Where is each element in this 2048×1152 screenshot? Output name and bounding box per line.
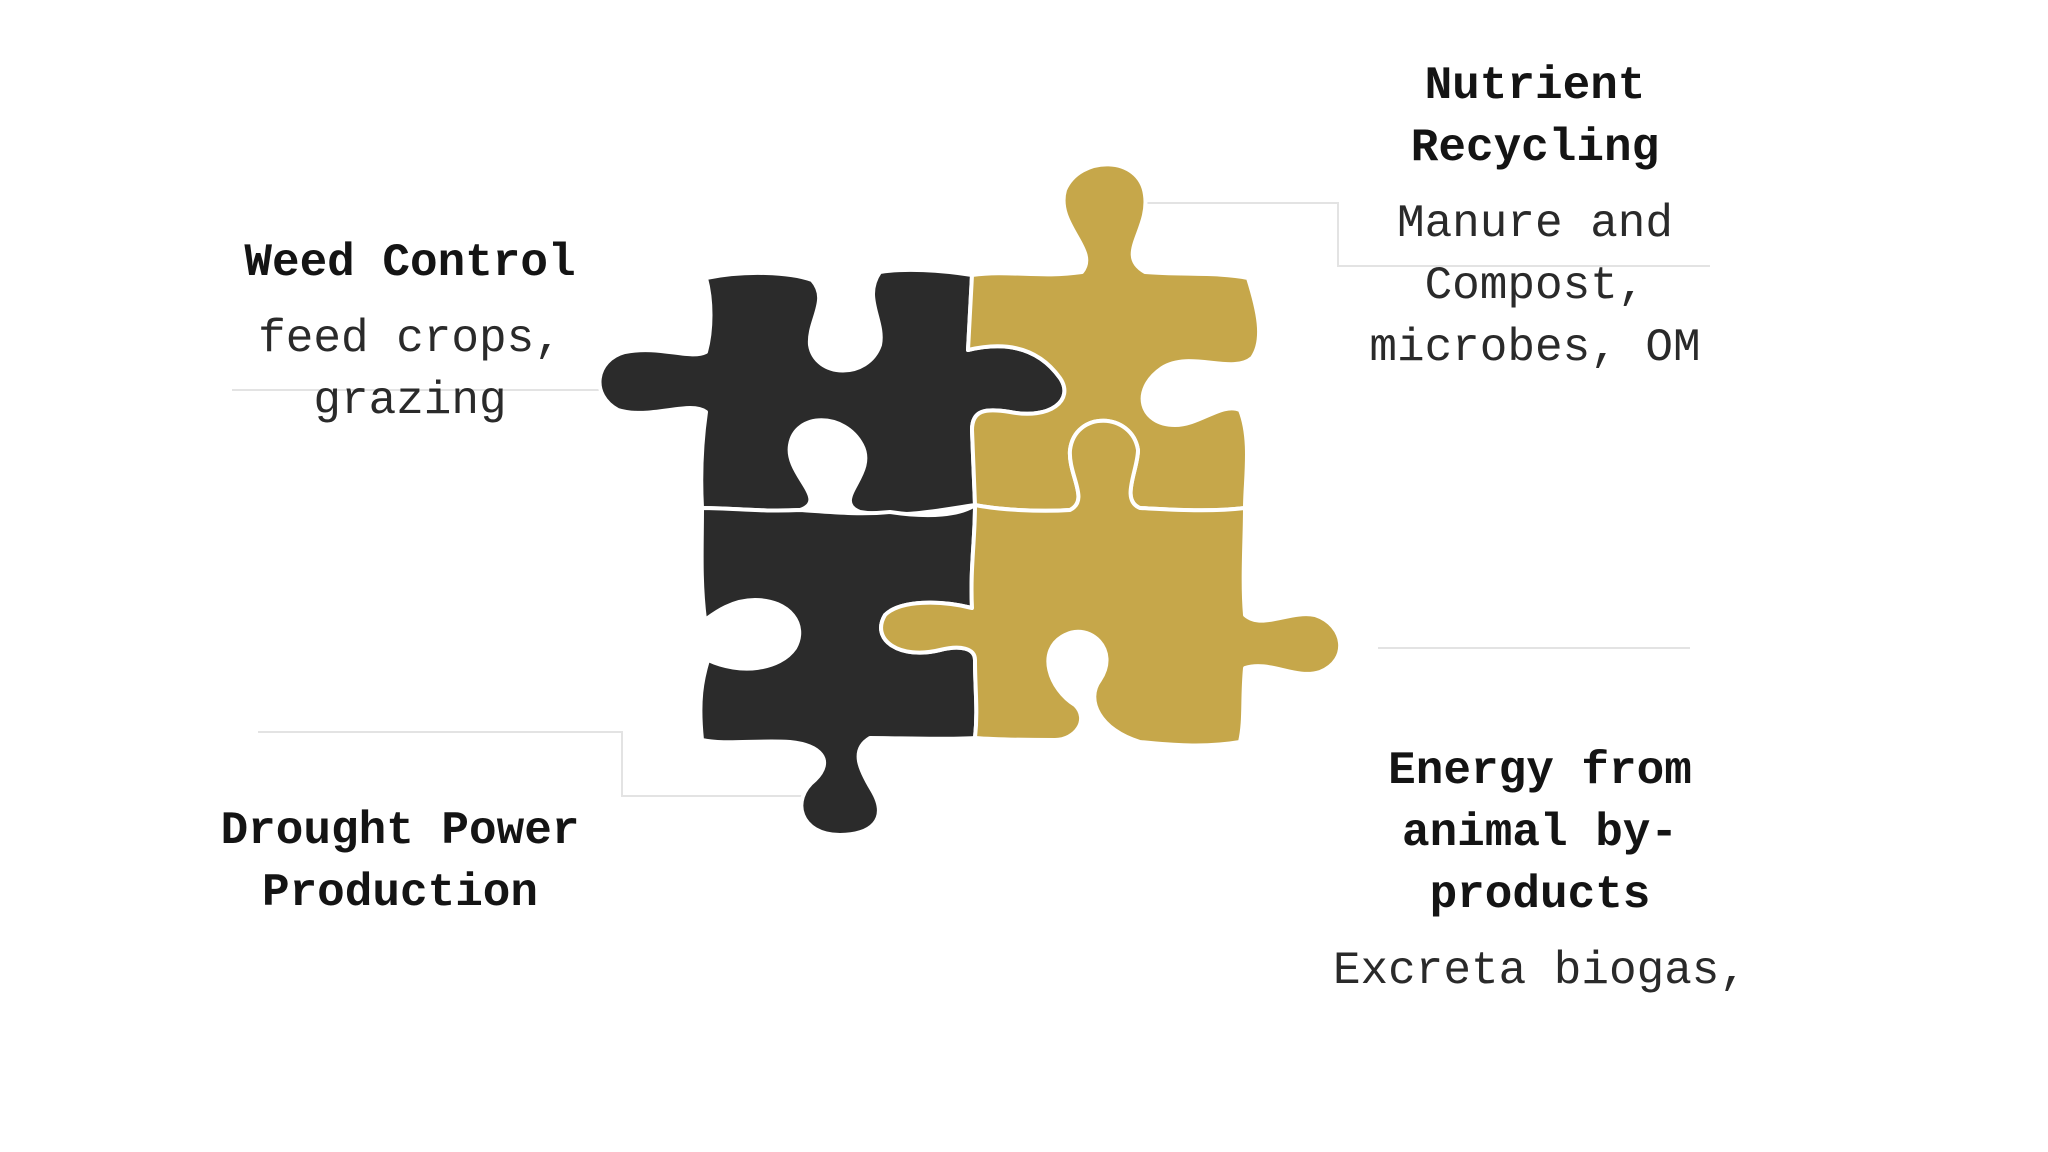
energy-title: Energy from animal by- products xyxy=(1388,745,1692,921)
puzzle-piece-bottom-right xyxy=(879,418,1342,748)
drought-power-label: Drought Power Production xyxy=(180,800,620,924)
weed-control-desc: feed crops, grazing xyxy=(258,313,562,427)
energy-desc: Excreta biogas, xyxy=(1332,945,1748,997)
nutrient-recycling-label: Nutrient Recycling Manure and Compost, m… xyxy=(1310,55,1760,379)
weed-control-title: Weed Control xyxy=(244,237,576,289)
nutrient-recycling-desc: Manure and Compost, microbes, OM xyxy=(1369,198,1701,374)
energy-label: Energy from animal by- products Excreta … xyxy=(1290,740,1790,1002)
weed-control-label: Weed Control feed crops, grazing xyxy=(200,232,620,432)
connector-nutrient xyxy=(1140,202,1710,267)
nutrient-recycling-title: Nutrient Recycling xyxy=(1410,60,1660,174)
drought-power-title: Drought Power Production xyxy=(220,805,580,919)
connector-drought xyxy=(258,731,810,797)
puzzle-piece-bottom-left xyxy=(698,503,979,837)
